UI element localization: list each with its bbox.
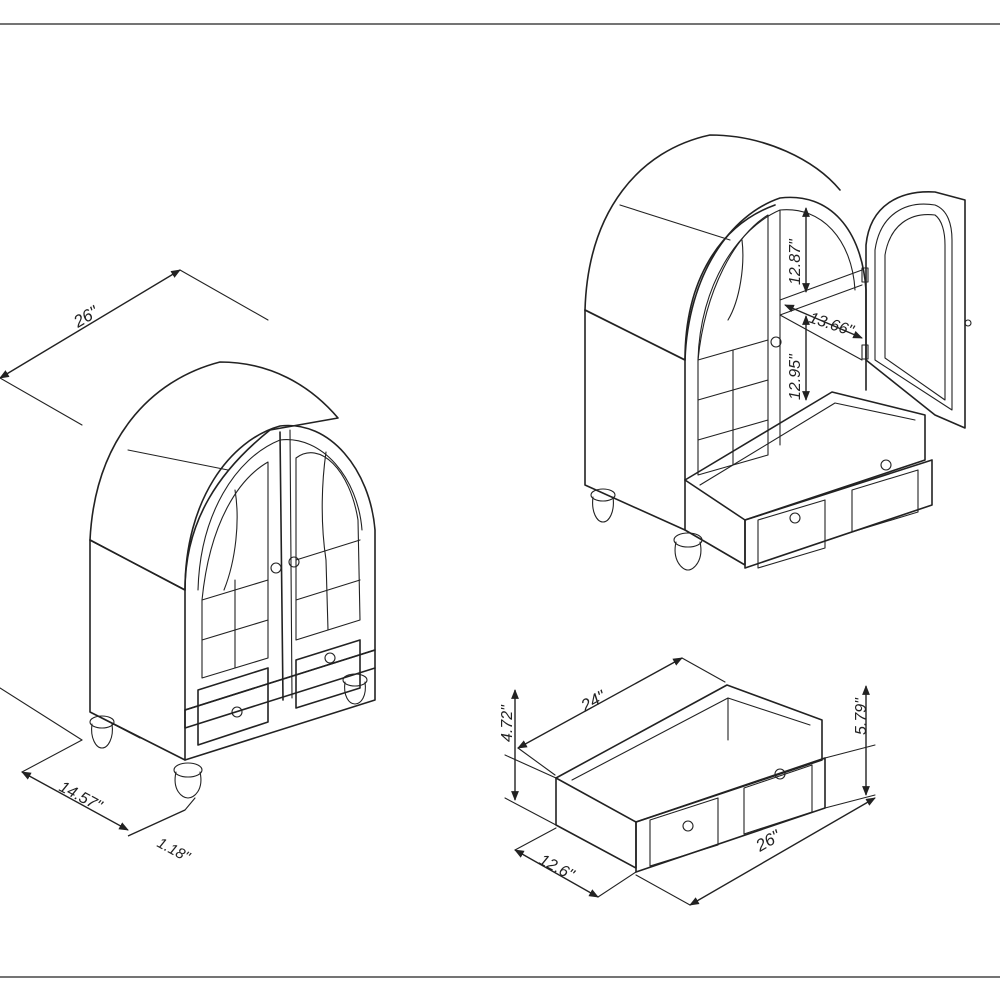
label-lower-shelf-height: 12.95": [787, 353, 804, 400]
label-foot-inset: 1.18": [154, 835, 193, 867]
label-drawer-depth: 12.6": [536, 852, 578, 885]
label-drawer-length: 24": [577, 686, 610, 716]
dim-drawer-front-height: 5.79": [824, 685, 876, 809]
cabinet-foot: [590, 488, 616, 523]
label-drawer-front-height: 5.79": [853, 697, 870, 735]
label-upper-shelf-height: 12.87": [787, 238, 804, 285]
dim-drawer-depth: 12.6": [514, 827, 637, 898]
dim-drawer-front-width: 26": [635, 797, 876, 906]
open-cabinet-drawing: [584, 134, 972, 571]
drawer-drawing: [555, 684, 826, 873]
closed-cabinet-drawing: [89, 361, 376, 799]
label-drawer-inner-height: 4.72": [499, 704, 516, 742]
dim-cabinet-width: 26": [0, 269, 269, 426]
label-cabinet-depth: 14.57": [56, 779, 106, 816]
dim-cabinet-depth: 14.57" 1.18": [0, 687, 196, 867]
dim-upper-shelf: 12.87": [787, 207, 810, 293]
label-shelf-depth: 13.66": [807, 310, 857, 341]
cabinet-foot: [173, 762, 203, 799]
label-cabinet-width: 26": [69, 302, 102, 332]
cabinet-foot: [342, 673, 368, 705]
dim-lower-shelf: 12.95": [787, 315, 810, 401]
dim-shelf-depth: 13.66": [784, 304, 863, 341]
cabinet-foot: [673, 532, 703, 571]
cabinet-foot: [89, 715, 115, 749]
dim-drawer-inner-height: 4.72": [499, 689, 557, 826]
